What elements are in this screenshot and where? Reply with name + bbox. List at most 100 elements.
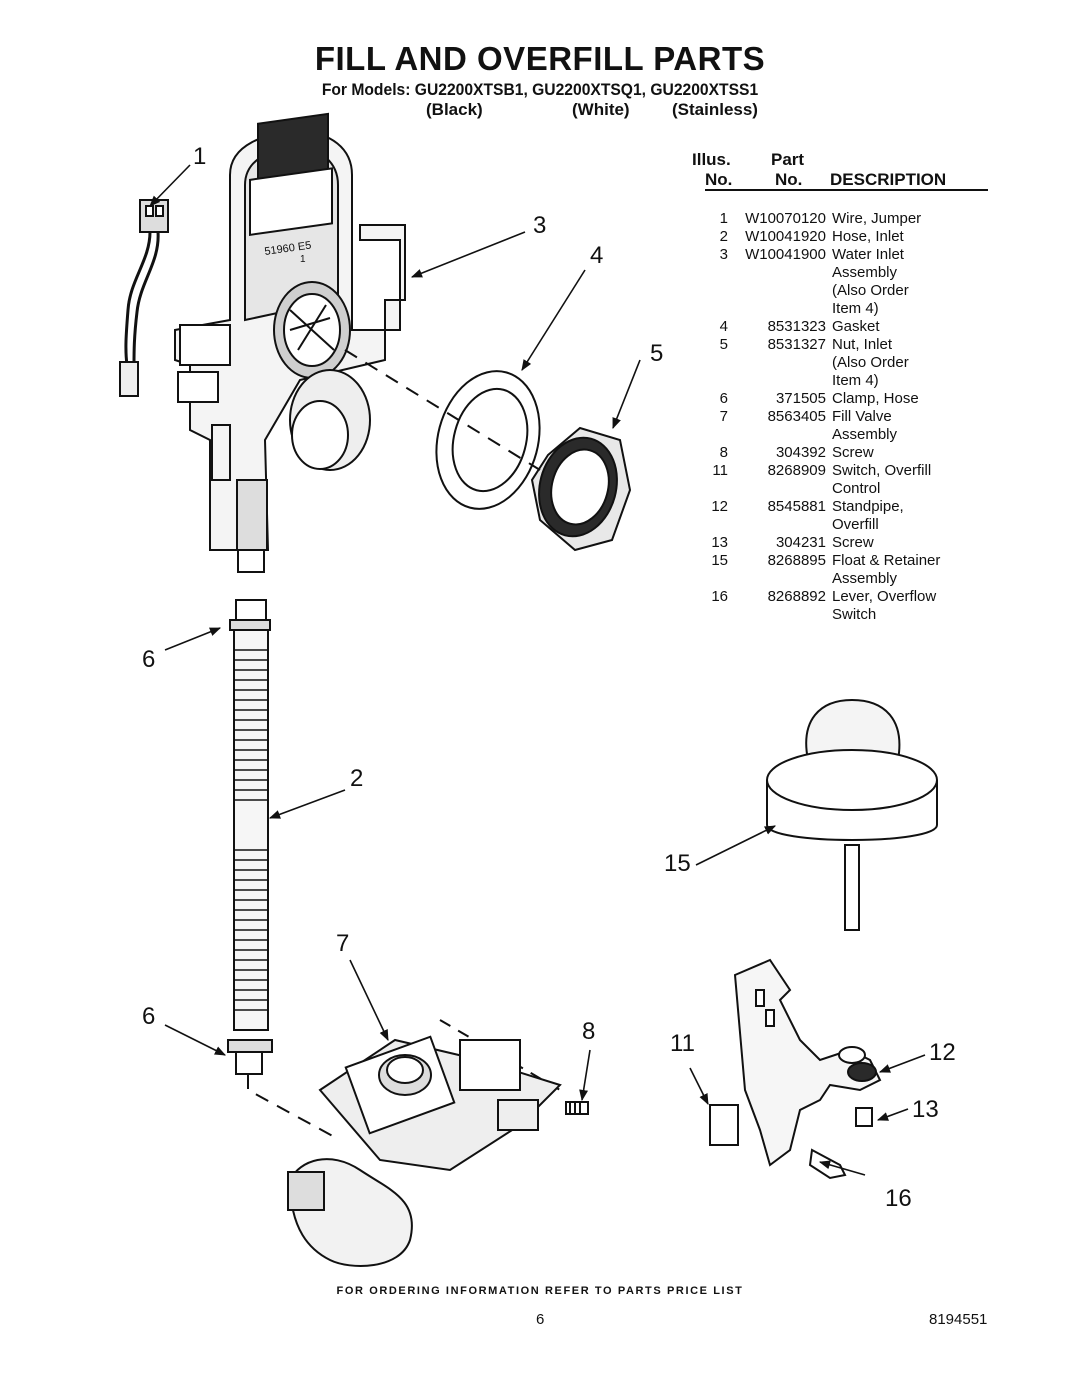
parts-description: Screw (832, 444, 992, 462)
header-part-bottom: No. (775, 170, 803, 189)
parts-description-line: Switch (832, 606, 877, 623)
header-illus-bottom: No. (705, 170, 733, 189)
callout-12: 12 (929, 1039, 956, 1066)
parts-part-no: W10041920 (745, 228, 826, 245)
color-black: (Black) (426, 100, 483, 119)
parts-description-line: Float & Retainer (832, 552, 941, 569)
parts-illus-no: 12 (711, 498, 728, 515)
parts-illus-no: 11 (712, 462, 728, 479)
parts-part-no: 8531323 (767, 318, 826, 335)
header-description: DESCRIPTION (830, 170, 947, 189)
parts-row: 2 W10041920 Hose, Inlet (700, 228, 992, 246)
parts-description-line: Assembly (832, 264, 898, 281)
parts-part-no: 8545881 (767, 498, 826, 515)
parts-illus-no: 4 (719, 318, 728, 335)
parts-description: Hose, Inlet (832, 228, 992, 246)
header-illus-top: Illus. (692, 150, 731, 169)
callout-15: 15 (664, 850, 691, 877)
parts-description-line: Fill Valve (832, 408, 892, 425)
callout-8: 8 (582, 1018, 596, 1045)
parts-part-no: 8268895 (767, 552, 826, 569)
parts-description-line: Switch, Overfill (832, 462, 932, 479)
color-white: (White) (572, 100, 630, 119)
parts-description-line: Overfill (832, 516, 879, 533)
parts-row: 8 304392 Screw (700, 444, 992, 462)
models-line: For Models: GU2200XTSB1, GU2200XTSQ1, GU… (321, 80, 759, 99)
callout-6-top: 6 (142, 646, 156, 673)
fill-valve-part (287, 1035, 562, 1267)
jumper-wire-part (119, 199, 169, 397)
inlet-hose-part (227, 599, 273, 1075)
parts-description-line: Item 4) (832, 372, 879, 389)
callout-2: 2 (350, 765, 364, 792)
float-retainer-part (766, 698, 938, 931)
parts-row: 1 W10070120 Wire, Jumper (700, 210, 992, 228)
parts-description-line: Hose, Inlet (832, 228, 904, 245)
parts-part-no: 304392 (775, 444, 826, 461)
parts-illus-no: 16 (711, 588, 728, 605)
page-number: 6 (536, 1311, 545, 1328)
callout-1: 1 (193, 143, 207, 170)
parts-part-no: 8268909 (767, 462, 826, 479)
parts-description-line: (Also Order (832, 282, 909, 299)
parts-description: Standpipe,Overfill (832, 498, 992, 534)
callout-7: 7 (336, 930, 350, 957)
parts-list: 1 W10070120 Wire, Jumper 2 W10041920 Hose, In… (700, 210, 992, 624)
parts-description-line: Assembly (832, 426, 898, 443)
callout-16: 16 (885, 1185, 912, 1212)
parts-description-line: Wire, Jumper (832, 210, 922, 227)
parts-illus-no: 7 (719, 408, 728, 425)
parts-part-no: W10041900 (745, 246, 826, 263)
inlet-nut-part (530, 426, 632, 552)
parts-description-line: Gasket (832, 318, 880, 335)
parts-description-line: Control (832, 480, 881, 497)
parts-description: Gasket (832, 318, 992, 336)
callout-13: 13 (912, 1096, 939, 1123)
parts-row: 12 8545881 Standpipe,Overfill (700, 498, 992, 534)
parts-illus-no: 6 (719, 390, 728, 407)
parts-description: Wire, Jumper (832, 210, 992, 228)
header-rule (705, 189, 988, 191)
screw-8-part (565, 1101, 589, 1115)
overfill-switch-part (709, 958, 882, 1180)
callout-3: 3 (533, 212, 547, 239)
header-part-top: Part (771, 150, 805, 169)
parts-illus-no: 1 (719, 210, 728, 227)
callout-11: 11 (670, 1030, 695, 1057)
parts-description-line: Water Inlet (832, 246, 904, 263)
callout-5: 5 (650, 340, 664, 367)
callout-6-bottom: 6 (142, 1003, 156, 1030)
parts-description: Clamp, Hose (832, 390, 992, 408)
parts-part-no: W10070120 (745, 210, 826, 227)
parts-illus-no: 2 (719, 228, 728, 245)
parts-description-line: Lever, Overflow (832, 588, 937, 605)
parts-illus-no: 3 (719, 246, 728, 263)
parts-part-no: 304231 (775, 534, 826, 551)
parts-description-line: Nut, Inlet (832, 336, 893, 353)
water-inlet-assembly-part (174, 112, 406, 573)
parts-description-line: Screw (832, 444, 874, 461)
document-number: 8194551 (929, 1311, 988, 1328)
callout-4: 4 (590, 242, 604, 269)
parts-illus-no: 8 (719, 444, 728, 461)
parts-description-line: Item 4) (832, 300, 879, 317)
parts-illus-no: 15 (711, 552, 728, 569)
parts-description: Screw (832, 534, 992, 552)
ordering-note: FOR ORDERING INFORMATION REFER TO PARTS … (336, 1285, 744, 1297)
parts-description-line: Assembly (832, 570, 898, 587)
parts-description-line: Clamp, Hose (832, 390, 919, 407)
